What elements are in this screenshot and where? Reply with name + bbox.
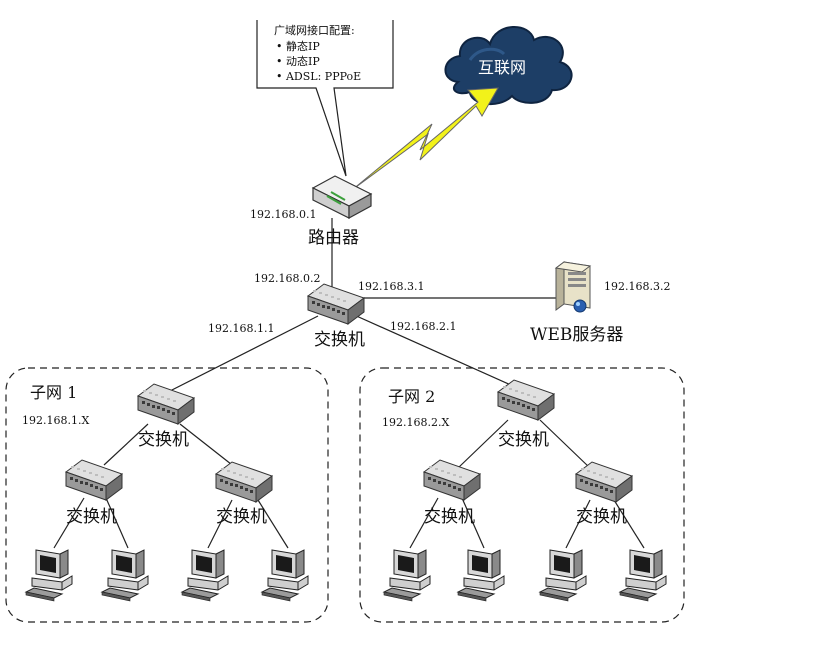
computer-icon	[383, 549, 431, 602]
lightning-icon	[351, 87, 499, 191]
subnet-2-switch-label: 交换机	[424, 507, 475, 527]
callout-item: • 动态IP	[276, 55, 320, 68]
web-server-ip: 192.168.3.2	[604, 280, 670, 293]
computer-icon	[25, 549, 73, 602]
switch-icon	[423, 459, 481, 501]
callout-item: • ADSL: PPPoE	[276, 70, 361, 83]
subnet-2-group: 子网 2 192.168.2.X 交换机 交换机 交换机	[359, 367, 685, 623]
router-ip: 192.168.0.1	[250, 208, 316, 221]
subnet-1-title: 子网 1	[30, 383, 77, 402]
subnet-1-switch-label: 交换机	[216, 507, 267, 527]
subnet-1-switch-label: 交换机	[66, 507, 117, 527]
web-server-label: WEB服务器	[530, 325, 623, 345]
core-switch-ip-right: 192.168.3.1	[358, 280, 424, 293]
core-switch-label: 交换机	[314, 330, 365, 350]
computer-icon	[261, 549, 309, 602]
core-switch-ip-up: 192.168.0.2	[254, 272, 320, 285]
switch-icon	[65, 459, 123, 501]
switch-icon	[575, 461, 633, 503]
switch-icon	[215, 461, 273, 503]
subnet-1-range: 192.168.1.X	[22, 414, 89, 427]
switch-icon	[137, 383, 195, 425]
switch-icon	[497, 379, 555, 421]
computer-icon	[539, 549, 587, 602]
computer-icon	[101, 549, 149, 602]
computer-icon	[181, 549, 229, 602]
network-links	[53, 218, 645, 549]
cloud-icon: 互联网	[444, 26, 573, 106]
core-switch-ip-left: 192.168.1.1	[208, 322, 274, 335]
subnet-2-switch-label: 交换机	[498, 430, 549, 450]
subnet-2-title: 子网 2	[388, 387, 435, 406]
callout-item: • 静态IP	[276, 39, 320, 53]
server-icon	[554, 261, 592, 313]
switch-icon	[307, 283, 365, 325]
callout-title: 广域网接口配置:	[274, 24, 355, 37]
internet-label: 互联网	[478, 58, 526, 77]
computer-icon	[457, 549, 505, 602]
router-label: 路由器	[308, 228, 359, 248]
subnet-2-range: 192.168.2.X	[382, 416, 449, 429]
wan-config-callout: 广域网接口配置: • 静态IP • 动态IP • ADSL: PPPoE	[256, 20, 394, 177]
core-switch-ip-downright: 192.168.2.1	[390, 320, 456, 333]
subnet-2-switch-label: 交换机	[576, 507, 627, 527]
router-icon	[311, 175, 373, 220]
subnet-1-switch-label: 交换机	[138, 430, 189, 450]
subnet-1-group: 子网 1 192.168.1.X 交换机 交换机 交换机	[5, 367, 329, 623]
computer-icon	[619, 549, 667, 602]
